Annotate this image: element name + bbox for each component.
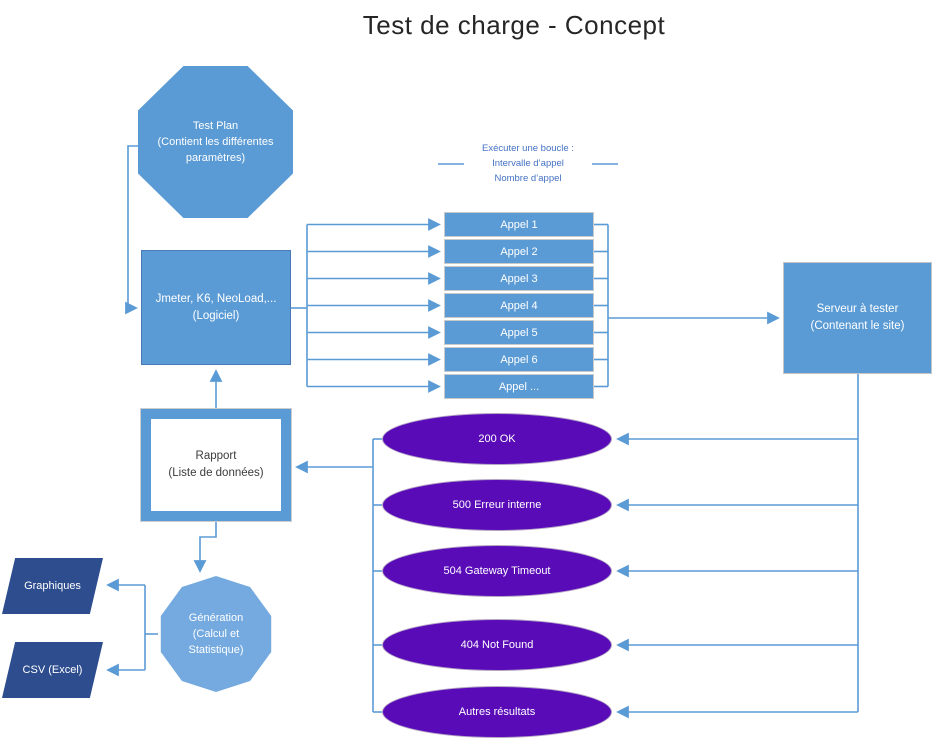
node-server: Serveur à tester (Contenant le site) xyxy=(783,262,932,374)
node-appel-5: Appel 5 xyxy=(444,320,594,345)
connector-tool-to-appels xyxy=(291,218,441,393)
connector-appels-to-server xyxy=(594,223,780,388)
connector-testplan-to-tool xyxy=(125,145,138,315)
generation-line: (Calcul et xyxy=(192,628,240,640)
test-plan-line: Test Plan xyxy=(192,120,239,132)
node-result-200: 200 OK xyxy=(382,413,612,465)
load-tool-line: Jmeter, K6, NeoLoad,... xyxy=(155,292,277,305)
node-result-500: 500 Erreur interne xyxy=(382,479,612,531)
connector-server-to-results xyxy=(616,374,859,719)
node-appel-1: Appel 1 xyxy=(444,212,594,237)
generation-line: Statistique) xyxy=(188,644,244,656)
node-appel-4: Appel 4 xyxy=(444,293,594,318)
loop-note: Exécuter une boucle : Intervalle d’appel… xyxy=(430,141,626,186)
server-line: Serveur à tester xyxy=(816,303,899,315)
node-result-504: 504 Gateway Timeout xyxy=(382,545,612,597)
node-appel-2: Appel 2 xyxy=(444,239,594,264)
node-appel-6: Appel 6 xyxy=(444,347,594,372)
node-appel-3: Appel 3 xyxy=(444,266,594,291)
loop-note-line: Intervalle d’appel xyxy=(492,158,564,169)
server-line: (Contenant le site) xyxy=(810,320,905,332)
loop-note-line: Nombre d’appel xyxy=(494,173,562,184)
node-test-plan: Test Plan (Contient les différentes para… xyxy=(138,66,293,218)
connector-results-to-report xyxy=(295,438,382,713)
load-tool-line: (Logiciel) xyxy=(192,309,240,322)
test-plan-line: paramètres) xyxy=(185,152,246,164)
node-result-404: 404 Not Found xyxy=(382,619,612,671)
node-result-other: Autres résultats xyxy=(382,686,612,738)
test-plan-line: (Contient les différentes xyxy=(157,136,274,148)
node-load-tool: Jmeter, K6, NeoLoad,... (Logiciel) xyxy=(141,250,291,365)
report-line: Rapport xyxy=(195,450,237,462)
node-output-graphiques: Graphiques xyxy=(2,558,103,614)
node-appel-etc: Appel ... xyxy=(444,374,594,399)
connector-report-to-generation xyxy=(193,521,217,573)
node-generation: Génération (Calcul et Statistique) xyxy=(160,576,272,692)
node-report: Rapport (Liste de données) xyxy=(140,408,292,522)
loop-note-line: Exécuter une boucle : xyxy=(482,143,574,154)
generation-line: Génération xyxy=(188,612,244,624)
connector-generation-to-outputs xyxy=(106,578,158,677)
diagram-title: Test de charge - Concept xyxy=(362,10,666,40)
node-output-csv: CSV (Excel) xyxy=(2,642,103,698)
report-line: (Liste de données) xyxy=(168,467,264,479)
appel-stack: Appel 1 Appel 2 Appel 3 Appel 4 Appel 5 … xyxy=(444,212,594,401)
